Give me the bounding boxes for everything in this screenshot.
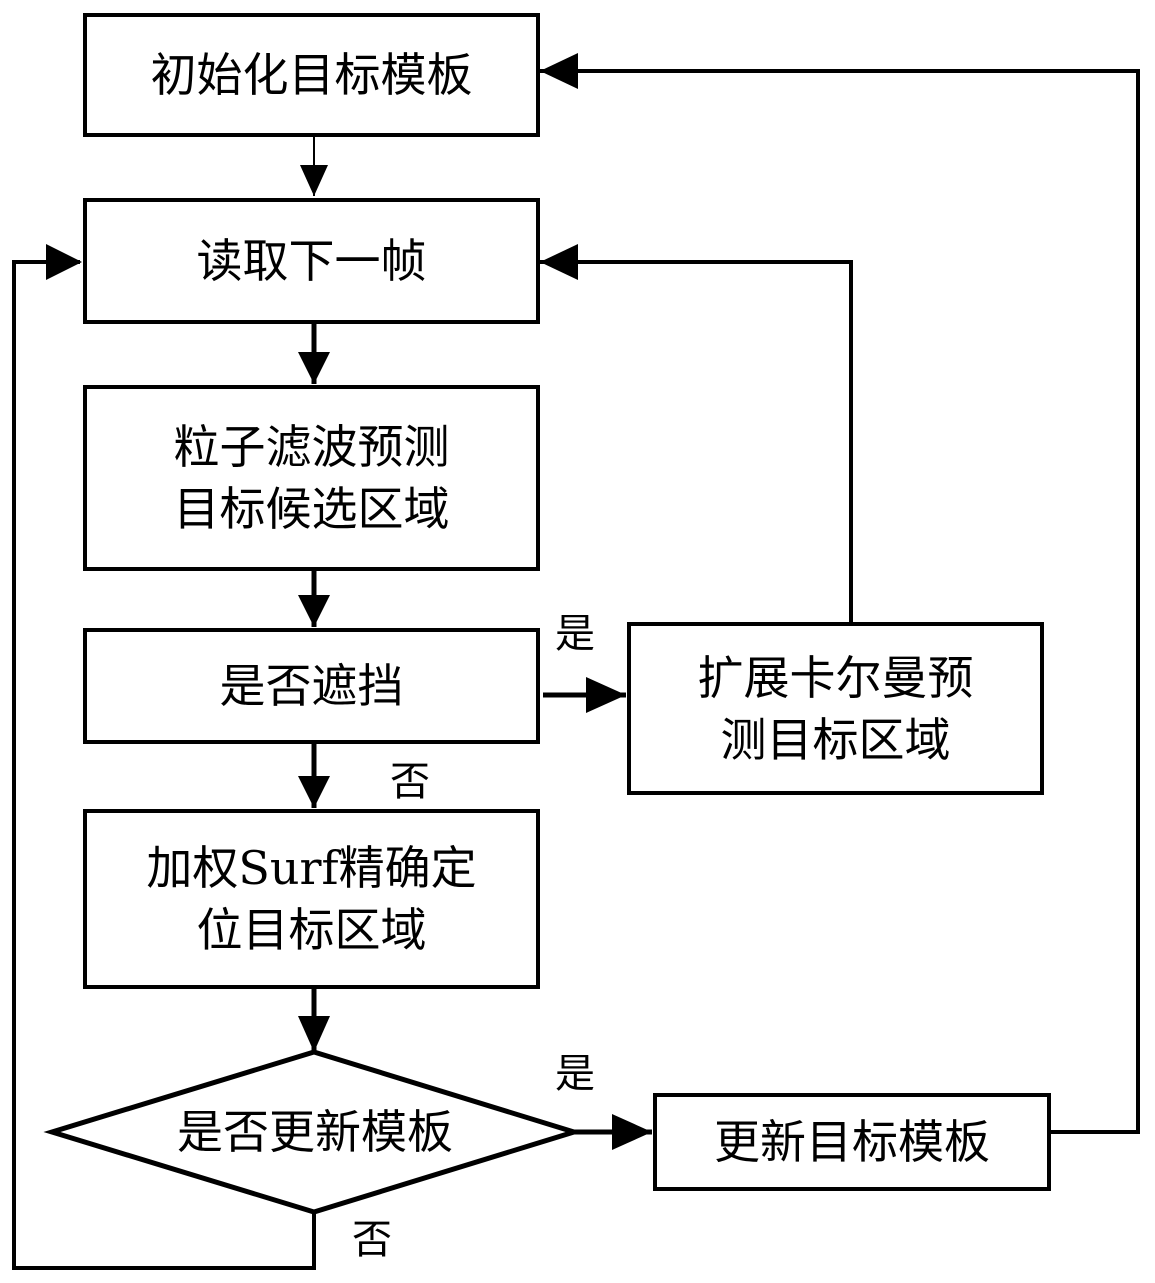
edge-label-occluded-no: 否 — [390, 759, 430, 805]
init-template-box: 初始化目标模板 — [83, 13, 540, 137]
arrowhead-no-to-read — [46, 244, 82, 280]
arrowhead-update-to-init — [540, 53, 578, 89]
update-check-label: 是否更新模板 — [177, 1105, 453, 1159]
arrowhead-update-check-to-update — [612, 1114, 652, 1150]
arrowhead-occluded-to-ekf — [586, 677, 626, 713]
weighted-surf-box: 加权Surf精确定 位目标区域 — [83, 809, 540, 989]
arrowhead-init-to-read — [300, 165, 328, 196]
edge-update-check-no-to-read — [12, 260, 316, 1270]
arrowhead-occluded-to-surf — [298, 776, 330, 808]
read-next-frame-box: 读取下一帧 — [83, 198, 540, 324]
arrowhead-surf-to-update-check — [298, 1016, 330, 1052]
particle-filter-box: 粒子滤波预测 目标候选区域 — [83, 385, 540, 571]
arrowhead-read-to-particle — [298, 352, 330, 384]
edge-ekf-to-read — [540, 260, 853, 622]
arrowhead-particle-to-occluded — [298, 595, 330, 627]
ekf-predict-box: 扩展卡尔曼预 测目标区域 — [627, 622, 1044, 795]
edge-label-occluded-yes: 是 — [555, 611, 595, 657]
edge-update-to-init — [540, 69, 1140, 1134]
update-template-box: 更新目标模板 — [653, 1093, 1051, 1191]
occlusion-check-box: 是否遮挡 — [83, 628, 540, 744]
arrowhead-ekf-to-read — [540, 244, 578, 280]
edge-label-update-no: 否 — [352, 1217, 392, 1263]
edge-label-update-yes: 是 — [555, 1051, 595, 1097]
